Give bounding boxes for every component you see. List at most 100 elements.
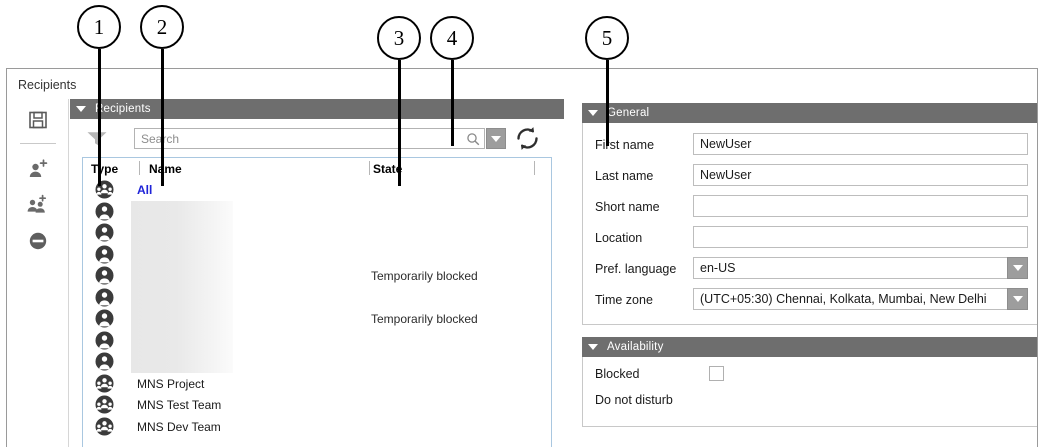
list-column-header-type[interactable]: Type: [91, 162, 119, 176]
form-row: Location: [583, 224, 1037, 255]
recipients-panel-header-label: Recipients: [95, 103, 151, 115]
user-icon-wrap: [95, 331, 114, 355]
refresh-icon: [517, 127, 538, 150]
select-pref-language[interactable]: en-US: [693, 257, 1028, 279]
toolbar-divider: [20, 143, 56, 144]
checkbox-blocked[interactable]: [709, 366, 724, 381]
general-panel-header[interactable]: General: [582, 103, 1037, 123]
user-icon-wrap: [95, 266, 114, 290]
field-label: Last name: [595, 169, 654, 183]
collapse-triangle-icon: [76, 106, 86, 112]
input-short-name[interactable]: [693, 195, 1028, 217]
field-label: Short name: [595, 200, 660, 214]
table-row[interactable]: [83, 243, 551, 269]
group-icon: [95, 374, 114, 392]
user-icon: [95, 266, 114, 285]
input-first-name[interactable]: NewUser: [693, 133, 1028, 155]
availability-row: Do not disturb: [583, 389, 1037, 415]
table-row[interactable]: Temporarily blocked: [83, 265, 551, 287]
search-icon: [467, 133, 480, 146]
table-row[interactable]: [83, 329, 551, 355]
user-icon: [95, 331, 114, 349]
callout-marker: 5: [585, 16, 629, 60]
row-name[interactable]: MNS Project: [137, 376, 205, 391]
callout-leader-line: [98, 49, 101, 186]
recipients-pane: Recipients Search: [70, 99, 564, 447]
redacted-name: [131, 200, 233, 222]
filter-button[interactable]: [86, 130, 108, 153]
callout-leader-line: [451, 60, 454, 146]
column-divider[interactable]: [369, 161, 370, 175]
save-button[interactable]: [18, 103, 58, 137]
table-row[interactable]: [83, 286, 551, 308]
list-column-header-name[interactable]: Name: [149, 162, 182, 176]
field-label: Location: [595, 231, 643, 245]
callout-leader-line: [398, 60, 401, 186]
list-column-header-state[interactable]: State: [373, 162, 403, 176]
callout-marker: 4: [430, 16, 474, 60]
add-group-icon: [27, 194, 47, 213]
user-icon-wrap: [95, 223, 114, 247]
window-title: Recipients: [18, 78, 77, 92]
search-input-box[interactable]: Search: [134, 128, 485, 149]
user-icon-wrap: [95, 202, 114, 226]
add-recipient-button[interactable]: [18, 152, 58, 186]
callout-leader-line: [161, 49, 164, 186]
column-divider[interactable]: [139, 161, 140, 175]
user-icon: [95, 309, 114, 328]
row-name[interactable]: All: [137, 183, 153, 197]
chevron-down-icon: [1012, 296, 1023, 302]
table-row[interactable]: MNS Project: [83, 373, 551, 395]
block-icon: [29, 232, 47, 250]
redacted-name: [131, 265, 233, 287]
recipients-panel-header[interactable]: Recipients: [70, 99, 564, 119]
general-panel-header-label: General: [607, 107, 650, 119]
row-name[interactable]: MNS Dev Team: [137, 419, 221, 434]
search-options-dropdown[interactable]: [486, 128, 506, 149]
availability-panel-header[interactable]: Availability: [582, 337, 1037, 357]
chevron-down-icon: [1012, 265, 1023, 271]
availability-fields: Blocked Do not disturb: [582, 357, 1037, 427]
search-icon-wrap[interactable]: [466, 132, 480, 151]
select-time-zone[interactable]: (UTC+05:30) Chennai, Kolkata, Mumbai, Ne…: [693, 288, 1028, 310]
dropdown-button[interactable]: [1007, 288, 1028, 310]
user-icon: [95, 352, 114, 371]
table-row[interactable]: [83, 222, 551, 244]
form-row: Last name NewUser: [583, 162, 1037, 193]
column-divider[interactable]: [534, 161, 535, 175]
input-last-name[interactable]: NewUser: [693, 164, 1028, 186]
field-label: Pref. language: [595, 262, 677, 276]
availability-panel: Availability Blocked Do not disturb: [582, 337, 1037, 427]
table-row[interactable]: MNS Dev Team: [83, 416, 551, 438]
group-icon: [95, 417, 114, 435]
table-row[interactable]: [83, 351, 551, 373]
collapse-triangle-icon: [588, 110, 598, 116]
redacted-name: [131, 243, 233, 265]
collapse-triangle-icon: [588, 344, 598, 350]
add-group-button[interactable]: [18, 188, 58, 222]
table-row[interactable]: MNS Test Team: [83, 394, 551, 416]
block-button[interactable]: [18, 224, 58, 258]
availability-row: Blocked: [583, 363, 1037, 389]
row-name[interactable]: MNS Test Team: [137, 398, 222, 412]
table-row[interactable]: Temporarily blocked: [83, 308, 551, 330]
input-location[interactable]: [693, 226, 1028, 248]
field-label: First name: [595, 138, 655, 152]
left-toolbar: [7, 99, 69, 447]
user-icon: [95, 202, 114, 220]
refresh-button[interactable]: [514, 125, 541, 157]
dropdown-button[interactable]: [1007, 257, 1028, 279]
list-column-headers: Type Name State: [83, 158, 551, 179]
availability-label: Do not disturb: [595, 393, 673, 407]
group-icon: [95, 395, 114, 414]
table-row[interactable]: All: [83, 179, 551, 201]
callout-marker: 2: [140, 5, 184, 49]
table-row[interactable]: [83, 200, 551, 226]
user-icon-wrap: [95, 245, 114, 269]
redacted-name: [131, 329, 233, 351]
